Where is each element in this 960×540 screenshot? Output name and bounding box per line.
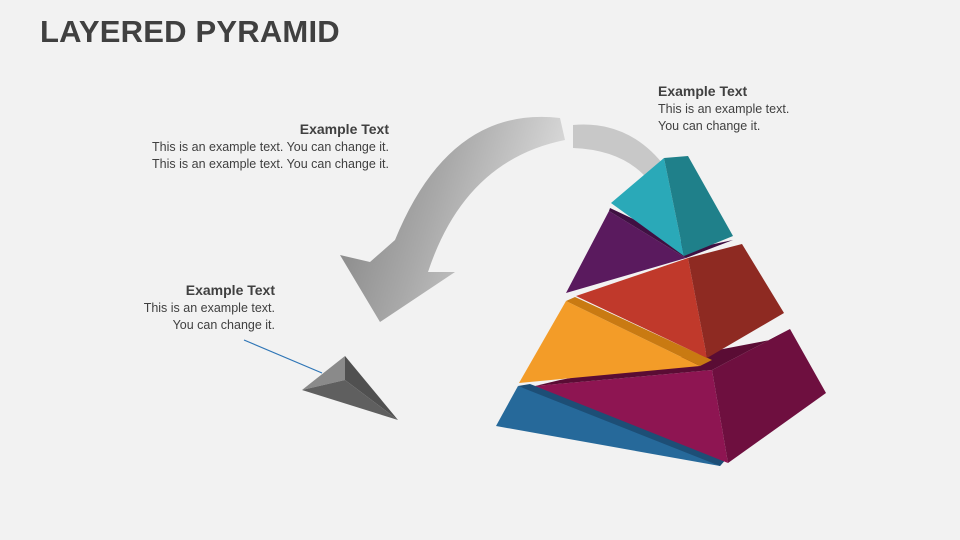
pyramid-tier-blue: [496, 384, 727, 466]
loose-pyramid-piece: [302, 356, 398, 420]
pyramid-tier-purple: [566, 208, 733, 293]
pyramid-tier-red: [576, 244, 784, 358]
arrow-body: [340, 116, 565, 322]
slide-title: LAYERED PYRAMID: [40, 14, 340, 49]
text-block-top-heading: Example Text: [658, 83, 748, 99]
pyramid-tier-orange: [519, 297, 712, 383]
text-block-middle-line-1: This is an example text. You can change …: [152, 140, 389, 154]
text-block-top-line-2: You can change it.: [658, 119, 761, 133]
text-block-lower-line-1: This is an example text.: [143, 301, 275, 315]
curved-arrow: [340, 116, 666, 322]
arrow-tail: [573, 124, 666, 182]
text-block-lower-heading: Example Text: [185, 282, 275, 298]
text-block-middle-heading: Example Text: [299, 121, 389, 137]
pyramid-tier-magenta: [535, 329, 826, 463]
pyramid-tier-top: [611, 156, 733, 256]
text-block-lower: Example Text This is an example text. Yo…: [144, 280, 275, 334]
text-block-lower-line-2: You can change it.: [172, 318, 275, 332]
text-block-top-line-1: This is an example text.: [658, 102, 790, 116]
text-block-middle-line-2: This is an example text. You can change …: [152, 157, 389, 171]
text-block-middle: Example Text This is an example text. Yo…: [152, 119, 389, 173]
leader-line: [243, 339, 323, 374]
text-block-top: Example Text This is an example text. Yo…: [658, 81, 789, 135]
